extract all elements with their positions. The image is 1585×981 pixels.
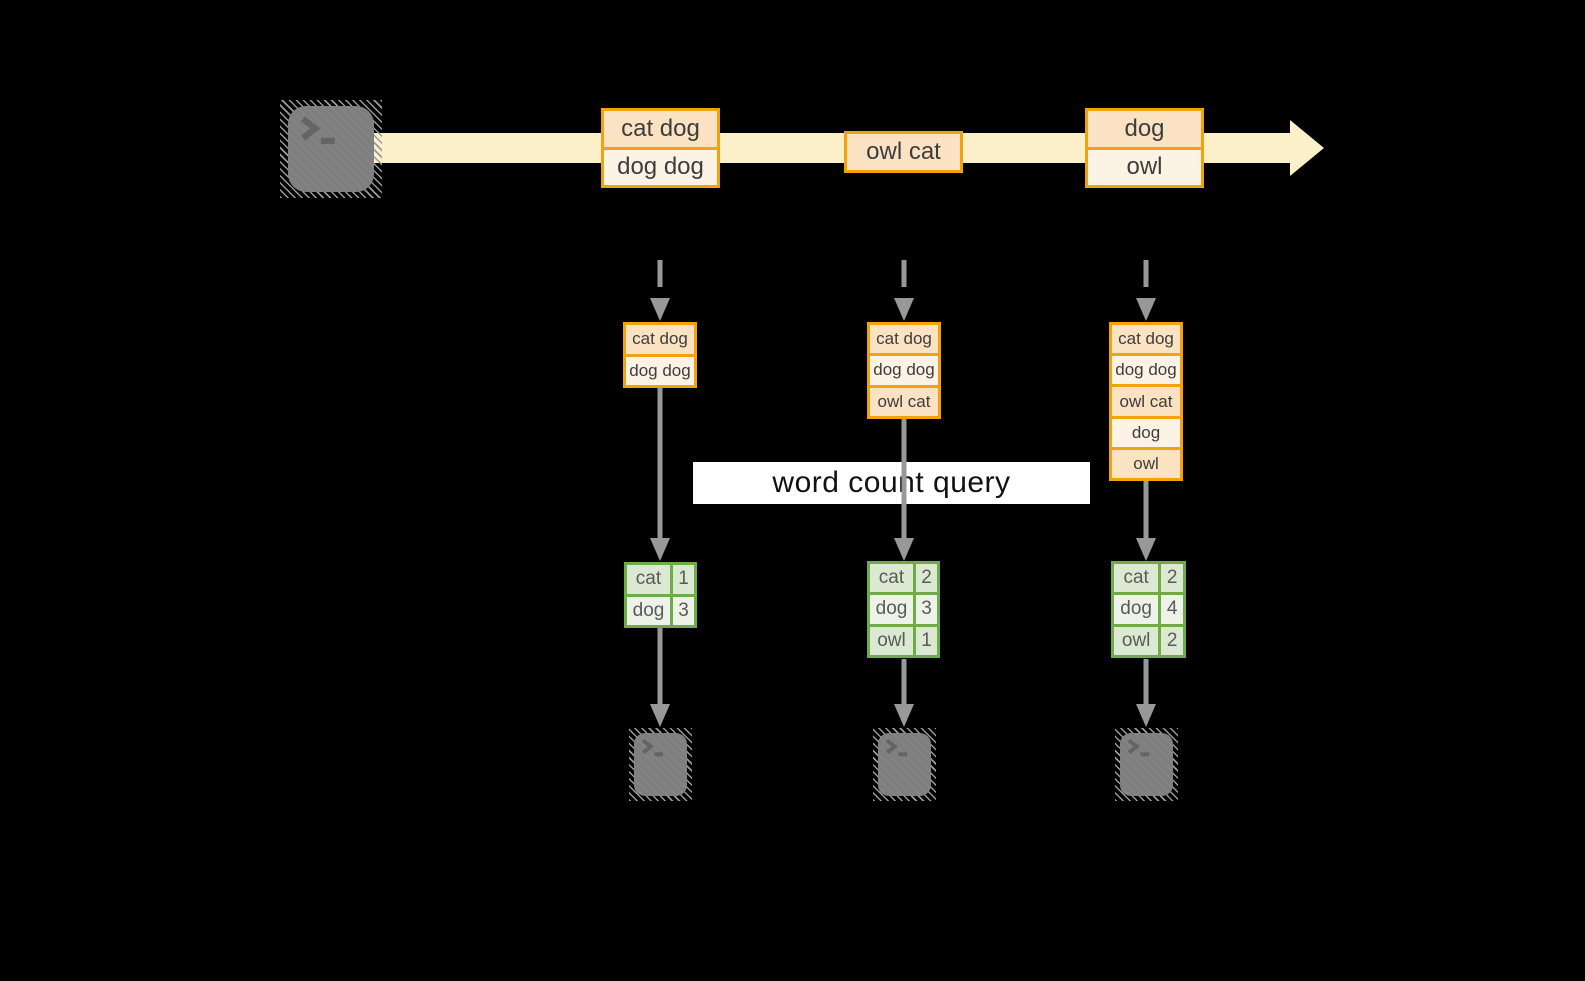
input-box-3: cat dog dog dog owl cat dog owl: [1109, 322, 1183, 481]
sink-terminal-icon-1: [629, 728, 692, 801]
count-cell: 1: [915, 626, 937, 655]
record-row: dog: [1112, 415, 1180, 447]
word-cell: cat: [870, 564, 916, 593]
word-cell: cat: [1114, 564, 1162, 593]
trigger-arrow-3: [1136, 260, 1156, 321]
input-box-1: cat dog dog dog: [623, 322, 697, 388]
record-row: dog dog: [1112, 353, 1180, 385]
table-row: dog 3: [627, 593, 694, 625]
count-cell: 2: [1161, 626, 1183, 655]
query-label-band: word count query: [693, 462, 1090, 504]
count-cell: 4: [1161, 595, 1183, 624]
count-table-3: cat 2 dog 4 owl 2: [1111, 561, 1186, 658]
table-row: cat 2: [1114, 564, 1183, 593]
record-row: owl: [1088, 146, 1201, 185]
count-cell: 3: [915, 595, 937, 624]
record-row: cat dog: [1112, 325, 1180, 354]
table-row: owl 2: [1114, 623, 1183, 655]
prompt-icon: [885, 738, 908, 757]
input-box-2: cat dog dog dog owl cat: [867, 322, 941, 419]
count-cell: 2: [915, 564, 937, 593]
word-cell: dog: [1114, 595, 1162, 624]
sink-terminal-icon-3: [1115, 728, 1178, 801]
word-cell: cat: [627, 565, 673, 594]
prompt-icon: [641, 738, 664, 757]
word-cell: owl: [1114, 626, 1162, 655]
count-cell: 2: [1161, 564, 1183, 593]
word-cell: dog: [627, 596, 673, 625]
word-cell: owl: [870, 626, 916, 655]
word-cell: dog: [870, 595, 916, 624]
process-arrow-2: [894, 419, 914, 561]
batch-box-3: dog owl: [1085, 108, 1204, 188]
count-table-2: cat 2 dog 3 owl 1: [867, 561, 940, 658]
terminal-body: [1120, 733, 1173, 796]
trigger-arrow-1: [650, 260, 670, 321]
record-row: cat dog: [604, 111, 717, 147]
record-row: owl: [1112, 446, 1180, 479]
prompt-icon: [301, 116, 335, 144]
trigger-arrow-2: [894, 260, 914, 321]
count-cell: 1: [672, 565, 694, 594]
record-row: dog: [1088, 111, 1201, 147]
batch-box-2: owl cat: [844, 131, 963, 173]
record-row: cat dog: [870, 325, 938, 354]
table-row: cat 2: [870, 564, 937, 593]
table-row: owl 1: [870, 623, 937, 655]
record-row: owl cat: [1112, 384, 1180, 416]
source-terminal-icon: [280, 100, 382, 198]
terminal-body: [878, 733, 931, 796]
process-arrow-1: [650, 388, 670, 561]
record-row: dog dog: [870, 353, 938, 385]
table-row: dog 4: [1114, 592, 1183, 624]
record-row: cat dog: [626, 325, 694, 354]
sink-arrow-3: [1136, 659, 1156, 727]
sink-arrow-2: [894, 659, 914, 727]
sink-arrow-1: [650, 628, 670, 727]
query-label: word count query: [772, 466, 1011, 499]
record-row: dog dog: [604, 146, 717, 185]
process-arrow-3: [1136, 481, 1156, 561]
sink-terminal-icon-2: [873, 728, 936, 801]
stream-arrowhead-icon: [1290, 120, 1324, 176]
table-row: cat 1: [627, 565, 694, 594]
table-row: dog 3: [870, 592, 937, 624]
terminal-body: [634, 733, 687, 796]
count-cell: 3: [672, 596, 694, 625]
count-table-1: cat 1 dog 3: [624, 562, 697, 628]
record-row: dog dog: [626, 353, 694, 385]
prompt-icon: [1127, 738, 1150, 757]
record-row: owl cat: [847, 134, 960, 170]
batch-box-1: cat dog dog dog: [601, 108, 720, 188]
record-row: owl cat: [870, 384, 938, 416]
